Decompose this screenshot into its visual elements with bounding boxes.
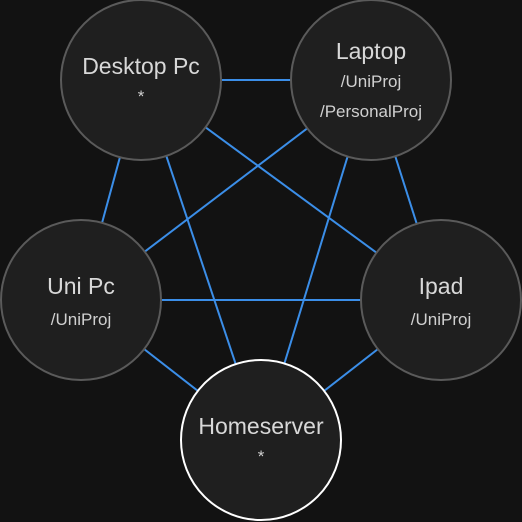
node-unipc-circle [0,219,162,381]
node-homeserver: Homeserver * [180,359,342,521]
node-desktop: Desktop Pc * [60,0,222,161]
node-laptop-title: Laptop [336,38,406,64]
node-laptop-circle [290,0,452,161]
node-unipc-title: Uni Pc [47,273,115,299]
node-homeserver-circle [180,359,342,521]
node-ipad: Ipad /UniProj [360,219,522,381]
node-laptop-folder-2: /PersonalProj [320,102,422,121]
node-ipad-folder: /UniProj [411,310,471,329]
node-homeserver-folder: * [258,447,265,466]
node-unipc: Uni Pc /UniProj [0,219,162,381]
node-ipad-title: Ipad [419,273,464,299]
node-laptop: Laptop /UniProj /PersonalProj [290,0,452,161]
node-unipc-folder: /UniProj [51,310,111,329]
node-desktop-folder: * [138,87,145,106]
node-laptop-folder-1: /UniProj [341,72,401,91]
node-desktop-circle [60,0,222,161]
node-homeserver-title: Homeserver [198,413,324,439]
node-desktop-title: Desktop Pc [82,53,200,79]
node-ipad-circle [360,219,522,381]
